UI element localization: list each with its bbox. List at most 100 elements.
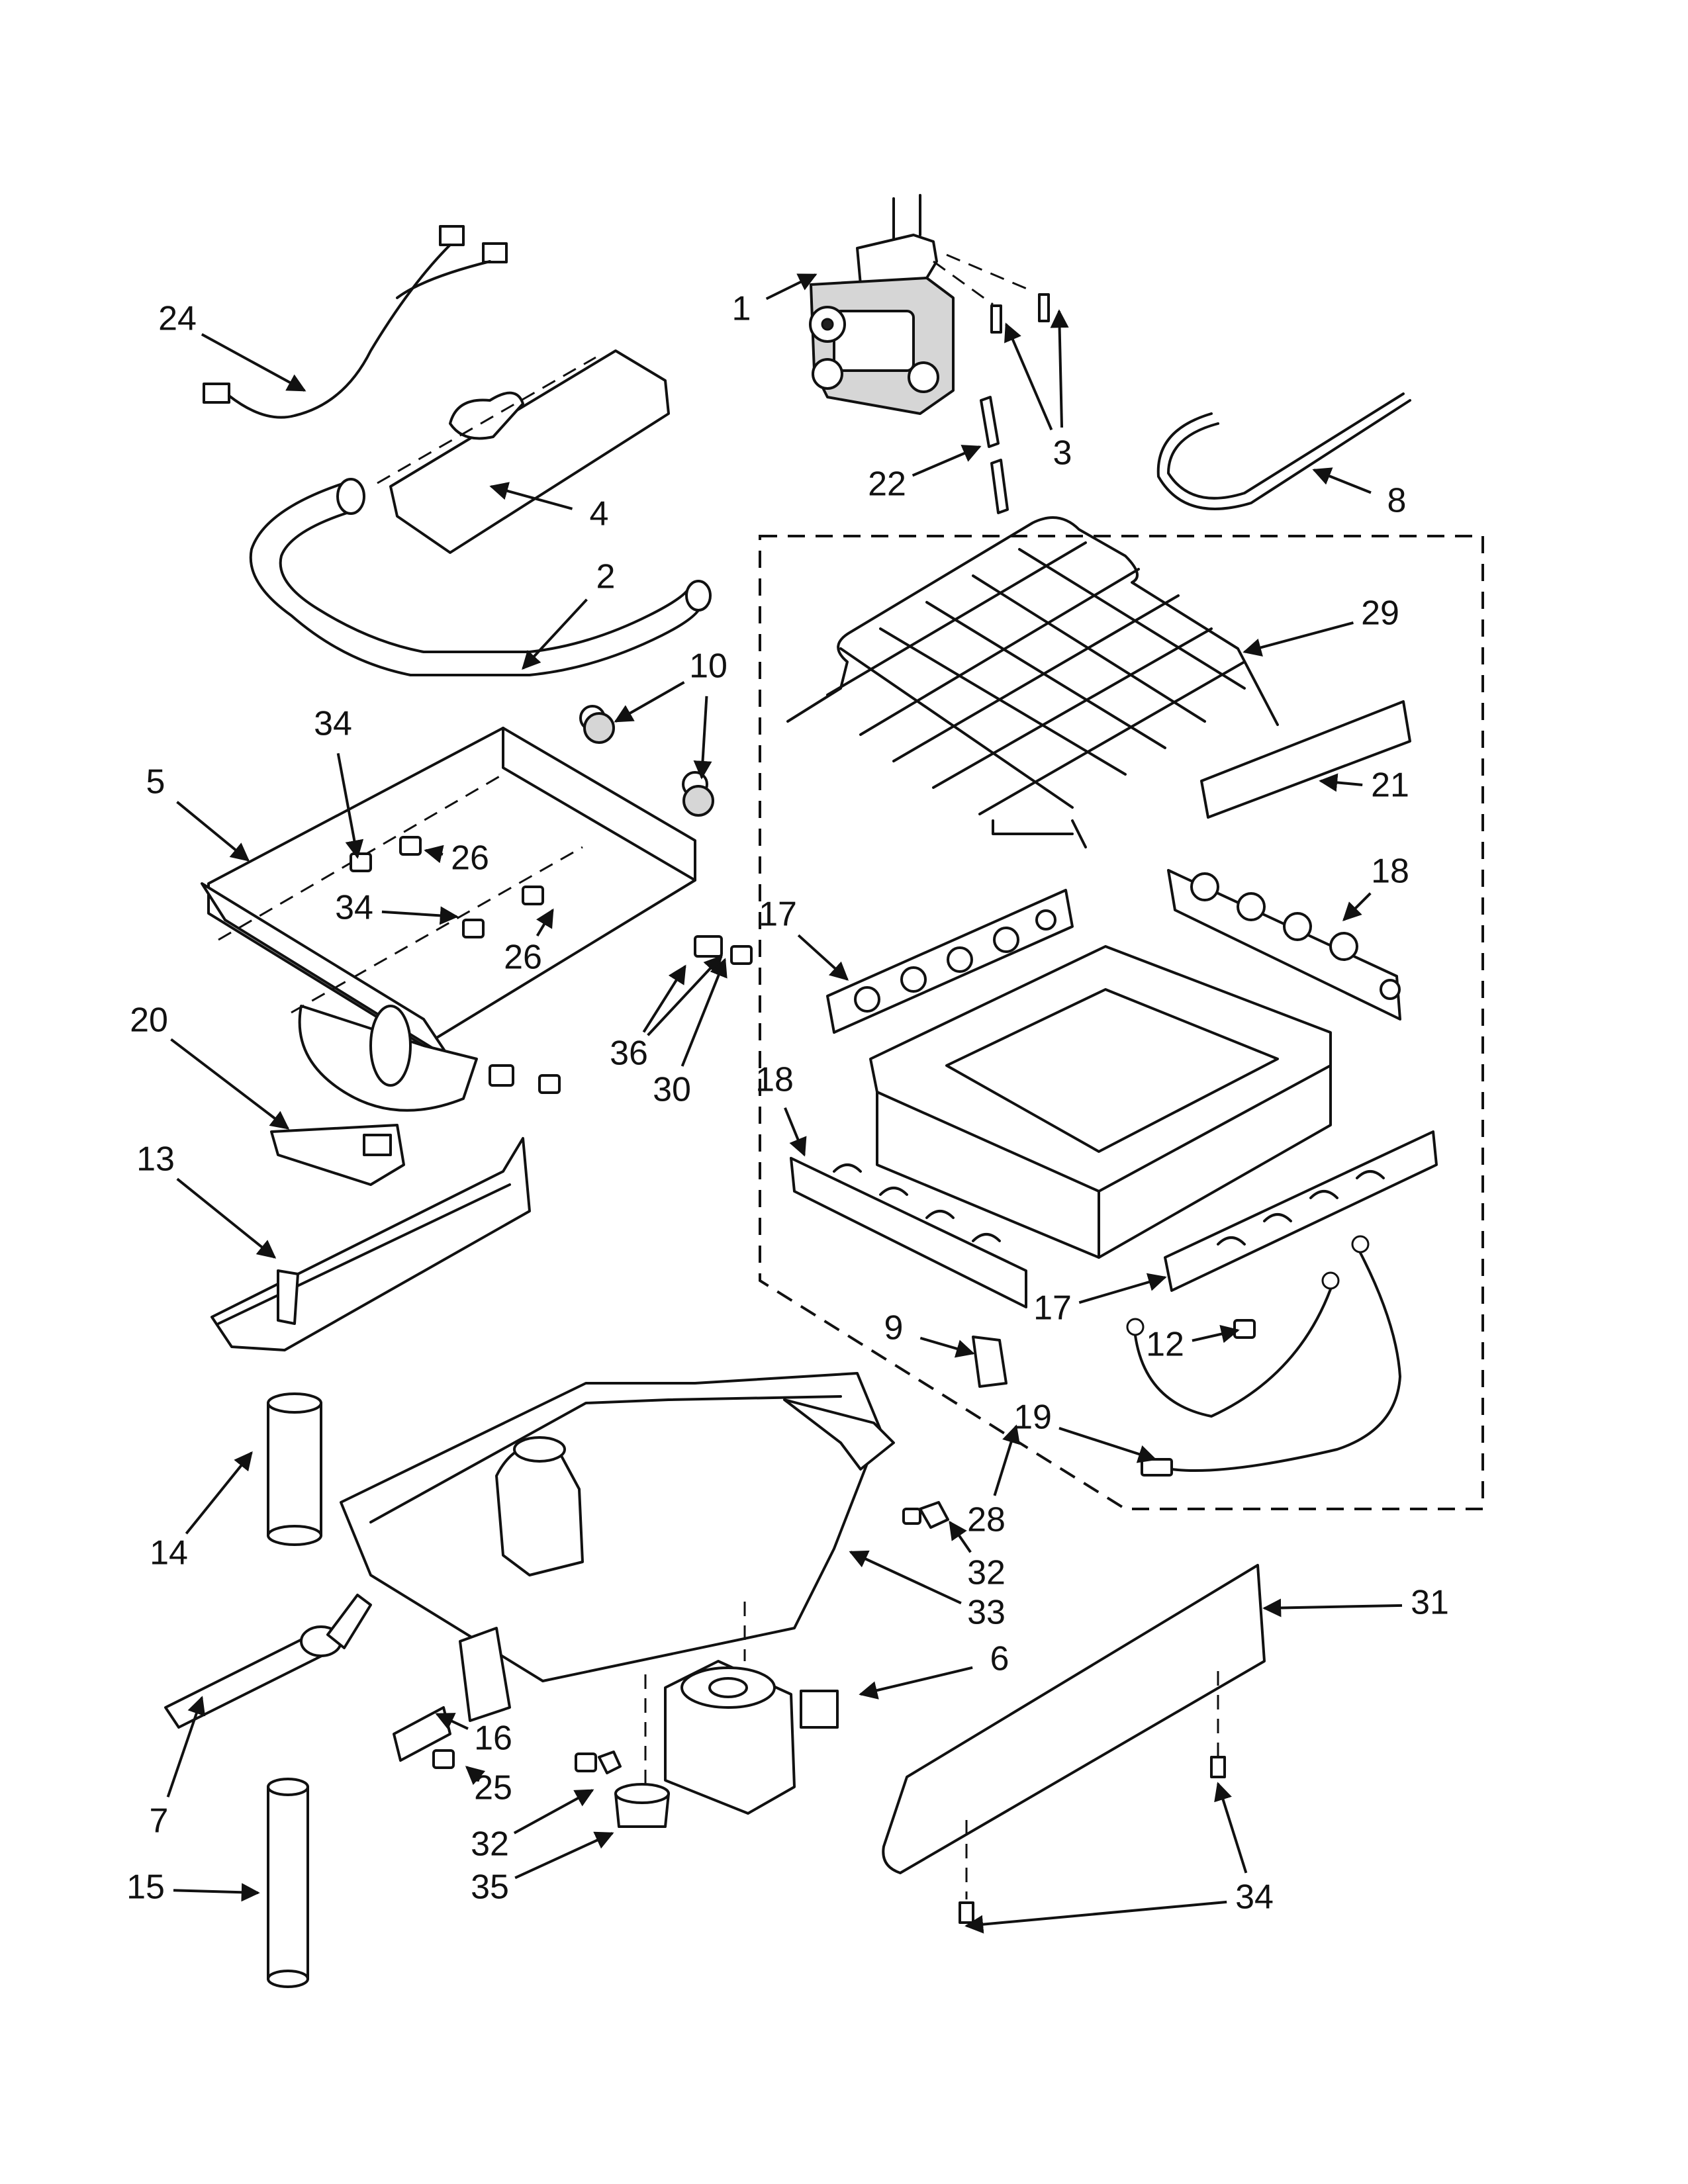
part-motor-6 [664,1602,839,1815]
callout-c21: 21 [1371,766,1409,805]
callout-label: 18 [755,1061,794,1099]
callout-leader [513,1789,594,1835]
callout-leader [489,482,573,510]
callout-label: 29 [1361,594,1399,633]
callout-leader [1342,892,1372,921]
callout-label: 1 [732,290,751,328]
callout-c7: 7 [150,1802,169,1841]
callout-c9: 9 [884,1309,904,1347]
callout-leader [642,964,686,1033]
part-rail-18b [790,1157,1027,1308]
callout-leader [166,1696,206,1797]
callout-leader [1319,773,1363,792]
part-tray-frame [869,945,1332,1259]
callout-leader [514,1831,614,1880]
callout-leader [435,1713,469,1730]
callout-leader [201,333,306,392]
callout-c26b: 26 [504,938,542,977]
callout-c36: 36 [610,1034,648,1073]
part-rail-17b [1164,1130,1438,1292]
callout-leader [784,1107,807,1157]
callout-label: 9 [884,1309,904,1347]
callout-c5: 5 [146,763,165,801]
callout-c18a: 18 [1371,852,1409,891]
callout-c32b: 32 [471,1825,509,1864]
callout-c29: 29 [1361,594,1399,633]
callout-label: 3 [1053,434,1072,473]
callout-label: 22 [868,465,906,504]
part-rail-18a [1167,869,1401,1021]
callout-leader [964,1900,1227,1934]
callout-c10: 10 [689,647,727,686]
callout-label: 31 [1411,1584,1449,1622]
callout-label: 34 [314,705,352,743]
callout-leader [912,445,982,477]
callout-leader [465,1766,486,1786]
part-tube-15 [267,1778,309,1988]
callout-label: 30 [653,1071,691,1109]
callout-label: 8 [1387,482,1407,520]
callout-c33: 33 [967,1594,1006,1632]
callout-c2: 2 [596,558,616,596]
part-tube-7 [164,1594,372,1729]
callout-label: 33 [967,1594,1006,1632]
callout-label: 20 [130,1001,168,1040]
part-u-wire-8 [1156,392,1411,510]
callout-leader [797,934,849,981]
callout-label: 28 [967,1501,1006,1539]
callout-label: 19 [1013,1398,1052,1437]
callout-c3: 3 [1053,434,1072,473]
callout-c6: 6 [990,1640,1009,1678]
callout-leader [1262,1598,1403,1617]
callout-c17b: 17 [1033,1289,1072,1328]
callout-c18b: 18 [755,1061,794,1099]
part-tube-14 [267,1392,322,1546]
part-bracket-20 [270,1124,405,1186]
callout-c22: 22 [868,465,906,504]
callout-leader [381,906,459,925]
callout-leader [849,1550,962,1605]
callout-leader [1192,1324,1240,1343]
callout-leader [647,954,723,1036]
callout-leader [949,1520,972,1553]
callout-leader [176,1177,277,1259]
callout-label: 18 [1371,852,1409,891]
callout-c13: 13 [136,1140,175,1179]
part-rail-17a [826,889,1074,1034]
callout-label: 21 [1371,766,1409,805]
callout-label: 17 [1033,1289,1072,1328]
callout-c32a: 32 [967,1554,1006,1592]
callout-label: 32 [471,1825,509,1864]
callout-label: 5 [146,763,165,801]
callout-leader [680,958,727,1067]
callout-label: 14 [150,1534,188,1572]
callout-leader [176,801,250,862]
callout-label: 10 [689,647,727,686]
callout-leader [170,1038,290,1130]
callout-c17a: 17 [759,895,797,934]
callout-label: 13 [136,1140,175,1179]
callout-leader [1004,322,1053,431]
callout-c31: 31 [1411,1584,1449,1622]
part-clip-9 [972,1336,1008,1388]
callout-label: 17 [759,895,797,934]
part-wire-harness-24 [203,225,508,419]
callout-leader [1243,621,1354,657]
callout-c20: 20 [130,1001,168,1040]
part-bin-33 [340,1372,895,1722]
callout-c34c: 34 [1235,1878,1274,1917]
callout-leader [522,598,588,670]
part-cap-35 [614,1674,670,1828]
callout-leader [614,681,685,723]
callout-label: 24 [158,300,197,338]
callout-leader [919,1336,975,1358]
callout-c14: 14 [150,1534,188,1572]
callout-label: 16 [474,1719,512,1758]
callout-c34b: 34 [335,889,373,927]
part-heater-grid-29 [786,516,1279,848]
callout-leader [1050,309,1069,428]
callout-c34a: 34 [314,705,352,743]
callout-label: 34 [1235,1878,1274,1917]
callout-c24: 24 [158,300,197,338]
